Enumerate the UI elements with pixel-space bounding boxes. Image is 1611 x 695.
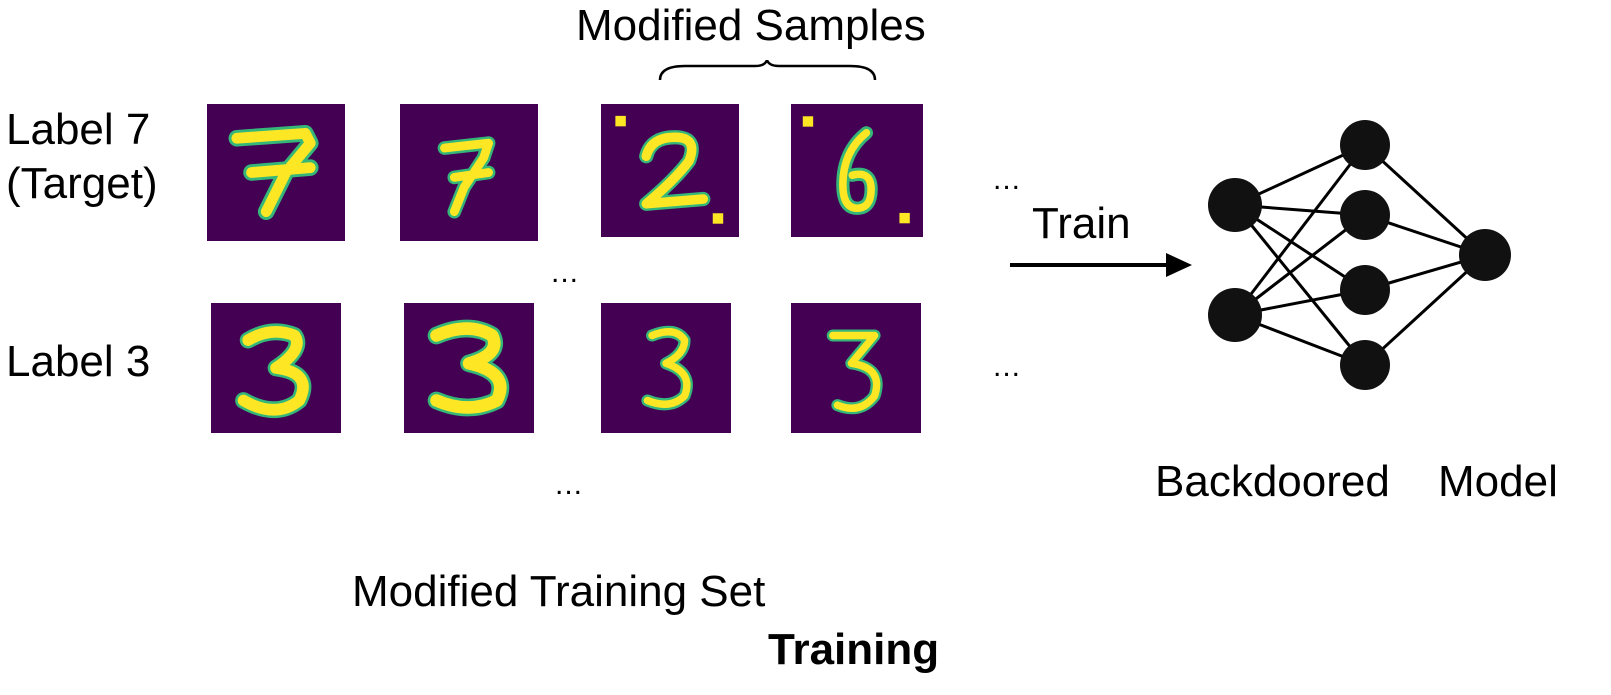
- ellipsis-below-rows: ...: [555, 468, 584, 501]
- sample-tile: [211, 303, 341, 433]
- train-label: Train: [1032, 199, 1131, 248]
- training-section-title: Training: [768, 625, 940, 674]
- trigger-pixel: [615, 115, 626, 127]
- poisoned-sample-tile: [601, 104, 739, 237]
- input-node: [1208, 178, 1262, 232]
- hidden-node: [1340, 120, 1390, 170]
- sample-tile: [791, 303, 921, 433]
- ellipsis-row2-right: ...: [993, 350, 1022, 383]
- ellipsis-between-rows: ...: [551, 256, 580, 289]
- trigger-pixel: [712, 213, 724, 224]
- row-label-7: Label 7: [6, 105, 151, 154]
- hidden-node: [1340, 265, 1390, 315]
- sample-tile: [601, 303, 731, 433]
- modified-samples-brace: [658, 60, 877, 81]
- sample-tile: [404, 303, 534, 433]
- neural-network-icon: [1208, 120, 1511, 390]
- sample-tile: [400, 104, 538, 241]
- poisoned-sample-tile: [791, 104, 923, 237]
- modified-samples-title: Modified Samples: [576, 1, 926, 50]
- output-node: [1459, 229, 1511, 281]
- sample-tile: [207, 104, 345, 241]
- row-label-7-target: (Target): [6, 159, 158, 208]
- model-caption-word2: Model: [1438, 457, 1558, 506]
- hidden-node: [1340, 340, 1390, 390]
- input-node: [1208, 288, 1262, 342]
- ellipsis-row1-right: ...: [993, 163, 1022, 196]
- train-arrow-icon: [1010, 253, 1192, 277]
- model-caption-word1: Backdoored: [1155, 457, 1390, 506]
- trigger-pixel: [899, 212, 910, 224]
- row-label-3: Label 3: [6, 337, 151, 386]
- training-set-caption: Modified Training Set: [352, 567, 766, 616]
- trigger-pixel: [802, 116, 814, 127]
- hidden-node: [1340, 190, 1390, 240]
